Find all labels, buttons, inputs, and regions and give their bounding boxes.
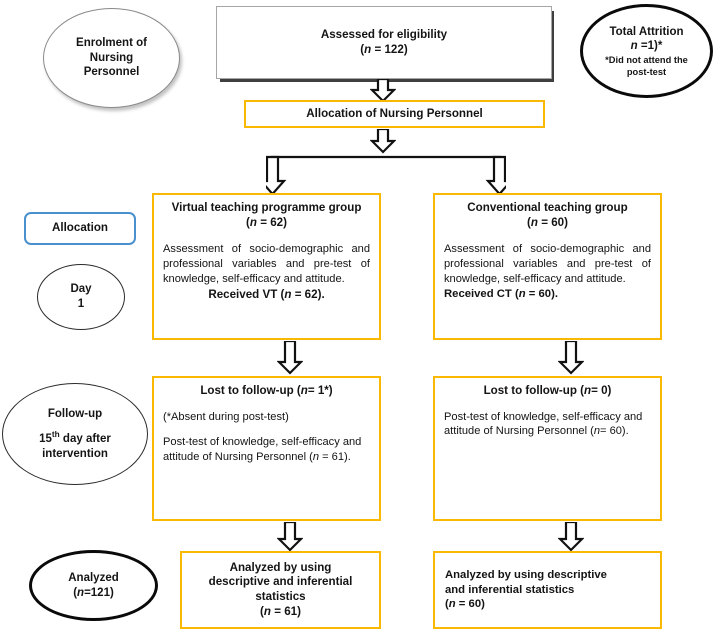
connector-arrow-ct-group-to-followup (557, 339, 585, 380)
ct-analyzed-line-3: (n = 60) (445, 598, 485, 611)
vt-group-body: Assessment of socio-demographic and prof… (163, 243, 370, 285)
allocation-node-label: Allocation of Nursing Personnel (306, 106, 483, 120)
ct-group-title-1: Conventional teaching group (467, 201, 628, 214)
vt-followup-body: Post-test of knowledge, self-efficacy an… (163, 436, 362, 464)
vt-analyzed-line-1: Analyzed by using (229, 560, 332, 574)
allocation-stage-text: Allocation (51, 221, 109, 235)
ct-followup-title: Lost to follow-up (n= 0) (483, 384, 612, 397)
attrition-line-1: Total Attrition (609, 25, 684, 38)
connector-arrow-vt-group-to-followup (276, 339, 304, 380)
node-allocation-of-nursing-personnel: Allocation of Nursing Personnel (244, 100, 545, 128)
vt-followup-title: Lost to follow-up (n= 1*) (200, 384, 333, 397)
attrition-note-1: *Did not attend the (605, 55, 688, 66)
enrolment-line-1: Enrolment of (76, 36, 147, 49)
node-ct-analyzed: Analyzed by using descriptive and infere… (433, 551, 662, 629)
vt-analyzed-line-3: statistics (255, 590, 306, 603)
stage-ellipse-enrolment: Enrolment of Nursing Personnel (43, 8, 180, 108)
node-assessed-for-eligibility: Assessed for eligibility (n = 122) (216, 6, 552, 79)
ct-followup-body: Post-test of knowledge, self-efficacy an… (444, 410, 643, 438)
vt-group-title-1: Virtual teaching programme group (171, 201, 362, 214)
connector-arrow-vt-followup-to-analyzed (276, 520, 304, 557)
stage-ellipse-followup: Follow-up 15th day after intervention (2, 383, 148, 485)
enrolment-line-2: Nursing (89, 51, 134, 64)
stage-ellipse-day-1: Day 1 (37, 264, 125, 330)
node-virtual-teaching-group: Virtual teaching programme group (n = 62… (152, 193, 381, 340)
followup-line-1: Follow-up (47, 407, 103, 420)
ct-analyzed-line-2: and inferential statistics (445, 583, 575, 596)
node-conventional-teaching-group: Conventional teaching group (n = 60) Ass… (433, 193, 662, 340)
followup-line-3: intervention (42, 447, 108, 460)
followup-line-2: 15th day after (39, 430, 111, 446)
ct-group-body: Assessment of socio-demographic and prof… (444, 243, 651, 285)
stage-label-allocation: Allocation (24, 212, 136, 245)
ct-analyzed-line-1: Analyzed by using descriptive (445, 568, 607, 581)
vt-analyzed-line-4: (n = 61) (260, 604, 301, 618)
connector-arrow-ct-followup-to-analyzed (557, 520, 585, 557)
connector-arrow-assessed-to-allocation (369, 77, 397, 108)
stage-ellipse-analyzed: Analyzed (n=121) (29, 550, 158, 621)
day-line-1: Day (70, 283, 92, 296)
node-vt-analyzed: Analyzed by using descriptive and infere… (180, 551, 381, 629)
analyzed-line-1: Analyzed (68, 571, 119, 584)
enrolment-line-3: Personnel (83, 66, 140, 79)
vt-followup-note: (*Absent during post-test) (163, 410, 289, 423)
node-ct-lost-to-followup: Lost to follow-up (n= 0) Post-test of kn… (433, 376, 662, 521)
ct-group-received: Received CT (n = 60). (444, 288, 558, 301)
analyzed-line-2: (n=121) (73, 586, 114, 599)
day-line-2: 1 (77, 298, 85, 310)
connector-arrow-allocation-to-split (369, 127, 397, 159)
vt-group-received: Received VT (n = 62). (208, 288, 325, 302)
attrition-note-2: post-test (626, 66, 667, 77)
assessed-line-1: Assessed for eligibility (320, 27, 448, 41)
node-vt-lost-to-followup: Lost to follow-up (n= 1*) (*Absent durin… (152, 376, 381, 521)
connector-split-bar (258, 155, 514, 197)
stage-ellipse-total-attrition: Total Attrition n =1)* *Did not attend t… (580, 4, 713, 98)
attrition-line-2: n =1)* (630, 40, 663, 53)
vt-group-title-2: (n = 62) (246, 215, 287, 229)
assessed-line-2: (n = 122) (360, 42, 408, 56)
ct-group-title-2: (n = 60) (527, 215, 568, 229)
vt-analyzed-line-2: descriptive and inferential (208, 575, 353, 589)
